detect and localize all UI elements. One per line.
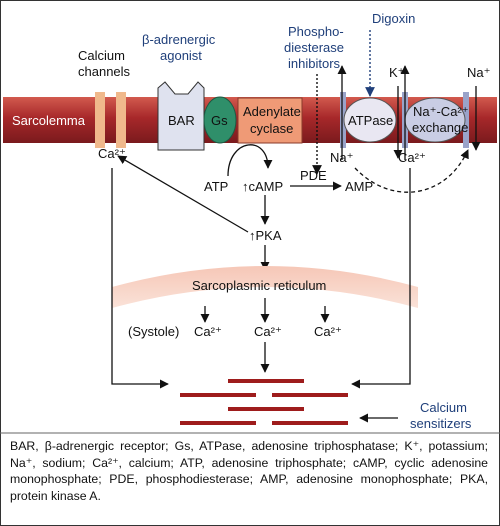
myofilament-6 — [272, 421, 348, 425]
calcium-sensitizers-label-2: sensitizers — [410, 416, 472, 431]
na-ion-top-label: Na⁺ — [467, 65, 490, 80]
atpase-label: ATPase — [348, 113, 393, 128]
myofilament-1 — [228, 379, 304, 383]
gs-label: Gs — [211, 113, 228, 128]
pde-inhibitors-label-1: Phospho- — [288, 24, 344, 39]
atpase-pump — [343, 97, 397, 143]
pka-label: ↑PKA — [249, 228, 282, 243]
exchange-label-2: exchange — [412, 120, 468, 135]
camp-label: ↑cAMP — [242, 179, 283, 194]
digoxin-label: Digoxin — [372, 11, 415, 26]
adenylate-cyclase — [237, 97, 303, 144]
bar-label: BAR — [168, 113, 195, 128]
beta-agonist-label-1: β-adrenergic — [142, 32, 216, 47]
bar-receptor — [157, 81, 205, 151]
ca-inner-label: Ca²⁺ — [398, 150, 426, 165]
atp-label: ATP — [204, 179, 228, 194]
ca-sr-label-2: Ca²⁺ — [254, 324, 282, 339]
figure-caption: BAR, β-adrenergic receptor; Gs, ATPase, … — [10, 439, 488, 503]
exchanger-channel-right — [463, 92, 469, 148]
sarcoplasmic-reticulum — [112, 266, 418, 308]
beta-agonist-label-2: agonist — [160, 48, 202, 63]
exchange-label-1: Na⁺-Ca²⁺ — [413, 104, 469, 119]
systole-label: (Systole) — [128, 324, 179, 339]
calcium-influx-path-arrow — [111, 168, 169, 389]
calcium-channels-label-2: channels — [78, 64, 131, 79]
sr-label: Sarcoplasmic reticulum — [192, 278, 326, 293]
calcium-exchange-path-arrow — [351, 168, 411, 389]
myofilament-2 — [180, 393, 256, 397]
calcium-sensitizers-label-1: Calcium — [420, 400, 467, 415]
myofilament-3 — [272, 393, 348, 397]
ca-sr-label-1: Ca²⁺ — [194, 324, 222, 339]
ca-sr-label-3: Ca²⁺ — [314, 324, 342, 339]
pka-to-calcium-channel-arrow — [117, 155, 249, 233]
na-exchange-dashed-arrow — [354, 149, 469, 193]
adenylate-label-1: Adenylate — [243, 104, 301, 119]
myofilament-5 — [180, 421, 256, 425]
calcium-channel-2 — [116, 92, 126, 148]
pde-inhibitors-label-2: diesterase — [284, 40, 344, 55]
gs-protein — [203, 96, 237, 144]
k-ion-label: K⁺ — [389, 65, 405, 80]
adenylate-label-2: cyclase — [250, 121, 293, 136]
myofilament-4 — [228, 407, 304, 411]
atpase-channel — [340, 92, 346, 148]
calcium-channels-label-1: Calcium — [78, 48, 125, 63]
pde-inhibitors-label-3: inhibitors — [288, 56, 341, 71]
pde-label: PDE — [300, 168, 327, 183]
sarcolemma-label: Sarcolemma — [12, 113, 86, 128]
calcium-channel-1 — [95, 92, 105, 148]
amp-label: AMP — [345, 179, 373, 194]
na-inner-label: Na⁺ — [330, 150, 353, 165]
atp-conversion-arrow — [227, 144, 273, 177]
